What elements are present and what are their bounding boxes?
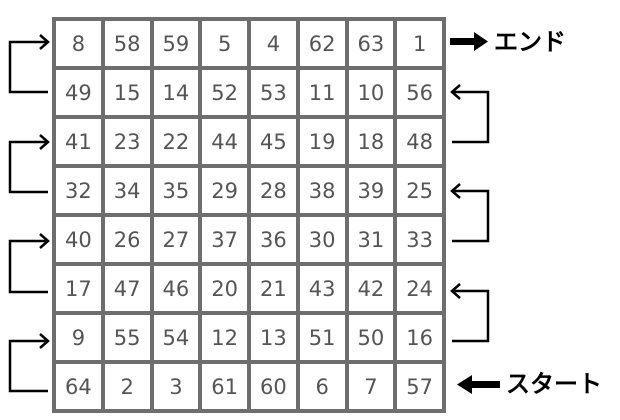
grid-cell: 8: [56, 21, 101, 66]
end-label: エンド: [494, 28, 566, 56]
grid-cell: 20: [202, 266, 247, 311]
left-connector-3: [8, 134, 50, 194]
grid-cell: 45: [251, 119, 296, 164]
grid-cell: 2: [104, 364, 150, 409]
grid-cell: 47: [104, 266, 150, 311]
grid-cell: 35: [153, 168, 199, 213]
grid-cell: 19: [299, 119, 345, 164]
grid-cell: 46: [153, 266, 199, 311]
grid-cell: 4: [251, 21, 296, 66]
grid-cell: 59: [153, 21, 199, 66]
grid-cell: 50: [348, 315, 394, 360]
grid-cell: 39: [348, 168, 394, 213]
grid-cell: 12: [202, 315, 247, 360]
grid-cell: 7: [348, 364, 394, 409]
grid-cell: 44: [202, 119, 247, 164]
grid-cell: 53: [251, 70, 296, 115]
grid-cell: 33: [397, 217, 442, 262]
grid-cell: 3: [153, 364, 199, 409]
grid-cell: 42: [348, 266, 394, 311]
grid-cell: 30: [299, 217, 345, 262]
grid-cell: 28: [251, 168, 296, 213]
grid-cell: 6: [299, 364, 345, 409]
grid-cell: 31: [348, 217, 394, 262]
grid-cell: 43: [299, 266, 345, 311]
grid-cell: 32: [56, 168, 101, 213]
end-arrow: [450, 32, 488, 51]
grid-cell: 11: [299, 70, 345, 115]
right-connector-3: [450, 84, 490, 144]
grid-cell: 25: [397, 168, 442, 213]
grid-cell: 27: [153, 217, 199, 262]
grid-cell: 40: [56, 217, 101, 262]
grid-cell: 36: [251, 217, 296, 262]
grid-cell: 16: [397, 315, 442, 360]
grid-cell: 54: [153, 315, 199, 360]
right-connector-2: [450, 183, 490, 243]
start-label: スタート: [506, 370, 602, 398]
grid-cell: 29: [202, 168, 247, 213]
grid-cell: 34: [104, 168, 150, 213]
grid-cell: 63: [348, 21, 394, 66]
grid-cell: 41: [56, 119, 101, 164]
grid-cell: 38: [299, 168, 345, 213]
grid-cell: 18: [348, 119, 394, 164]
grid-cell: 14: [153, 70, 199, 115]
grid-cell: 5: [202, 21, 247, 66]
grid-cell: 60: [251, 364, 296, 409]
grid-cell: 23: [104, 119, 150, 164]
left-connector-2: [8, 233, 50, 294]
grid-cell: 61: [202, 364, 247, 409]
grid-cell: 21: [251, 266, 296, 311]
start-arrow: [457, 375, 500, 394]
grid-cell: 49: [56, 70, 101, 115]
grid-cell: 57: [397, 364, 442, 409]
grid-cell: 26: [104, 217, 150, 262]
grid-cell: 9: [56, 315, 101, 360]
grid-cell: 1: [397, 21, 442, 66]
grid-cell: 24: [397, 266, 442, 311]
grid-cell: 64: [56, 364, 101, 409]
grid-cell: 62: [299, 21, 345, 66]
grid-cell: 51: [299, 315, 345, 360]
grid-cell: 10: [348, 70, 394, 115]
grid-cell: 13: [251, 315, 296, 360]
left-connector-1: [8, 333, 50, 393]
grid-cell: 56: [397, 70, 442, 115]
grid-cell: 37: [202, 217, 247, 262]
left-connector-4: [8, 34, 50, 94]
grid-cell: 17: [56, 266, 101, 311]
grid-cell: 55: [104, 315, 150, 360]
grid-cell: 22: [153, 119, 199, 164]
grid-cell: 15: [104, 70, 150, 115]
grid-cell: 58: [104, 21, 150, 66]
right-connector-1: [450, 283, 490, 343]
grid-cell: 52: [202, 70, 247, 115]
grid-cell: 48: [397, 119, 442, 164]
